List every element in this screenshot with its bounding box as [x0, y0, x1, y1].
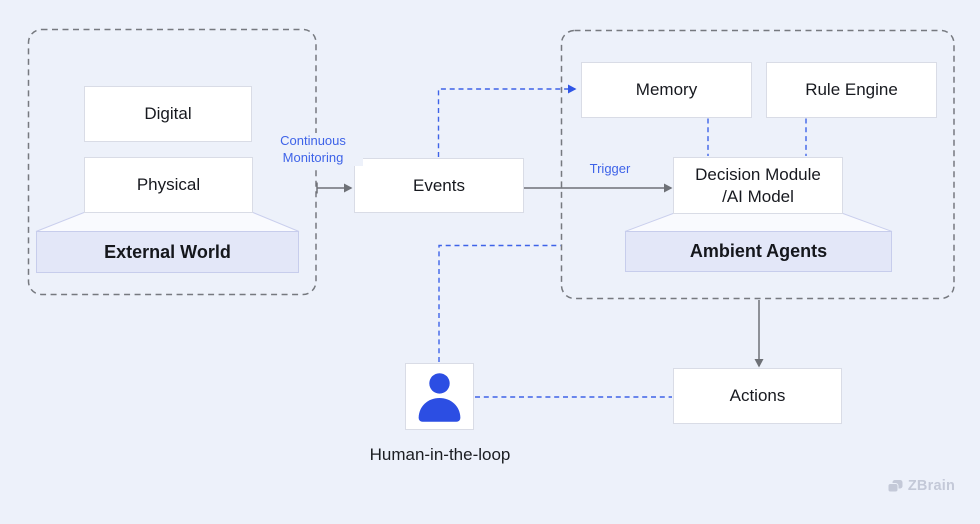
physical-label: Physical — [136, 175, 201, 195]
label-trigger: Trigger — [589, 161, 631, 176]
memory-label: Memory — [635, 80, 698, 100]
label-human-in-the-loop: Human-in-the-loop — [369, 445, 511, 464]
box-memory: Memory — [581, 62, 752, 118]
human-in-the-loop-node — [405, 363, 474, 430]
box-digital: Digital — [84, 86, 252, 142]
box-decision-module: Decision Module /AI Model — [673, 157, 843, 214]
zbrain-icon — [887, 479, 903, 492]
box-actions: Actions — [673, 368, 842, 424]
ambient-agents-pedestal — [624, 213, 893, 232]
edge-human-to-ambient-agents — [438, 244, 561, 362]
label-continuous-monitoring: Continuous Monitoring — [263, 133, 363, 166]
ambient-agents-title: Ambient Agents — [689, 241, 828, 261]
box-physical: Physical — [84, 157, 253, 213]
zbrain-watermark: ZBrain — [887, 478, 955, 494]
platform-ambient-agents: Ambient Agents — [625, 231, 892, 272]
external-world-pedestal — [35, 212, 300, 232]
external-world-title: External World — [104, 241, 231, 262]
person-icon — [418, 373, 461, 422]
ambient-agents-container — [560, 29, 955, 300]
rule-engine-label: Rule Engine — [805, 80, 898, 100]
digital-label: Digital — [144, 104, 192, 124]
actions-label: Actions — [729, 386, 786, 406]
edge-events-to-memory — [437, 84, 577, 157]
events-label: Events — [413, 175, 465, 195]
decision-module-label-line2: /AI Model — [722, 186, 794, 206]
platform-external-world: External World — [36, 231, 299, 273]
decision-module-label-line1: Decision Module — [695, 165, 821, 185]
box-rule-engine: Rule Engine — [766, 62, 937, 118]
zbrain-label: ZBrain — [907, 478, 955, 494]
box-events: Events — [354, 158, 524, 213]
